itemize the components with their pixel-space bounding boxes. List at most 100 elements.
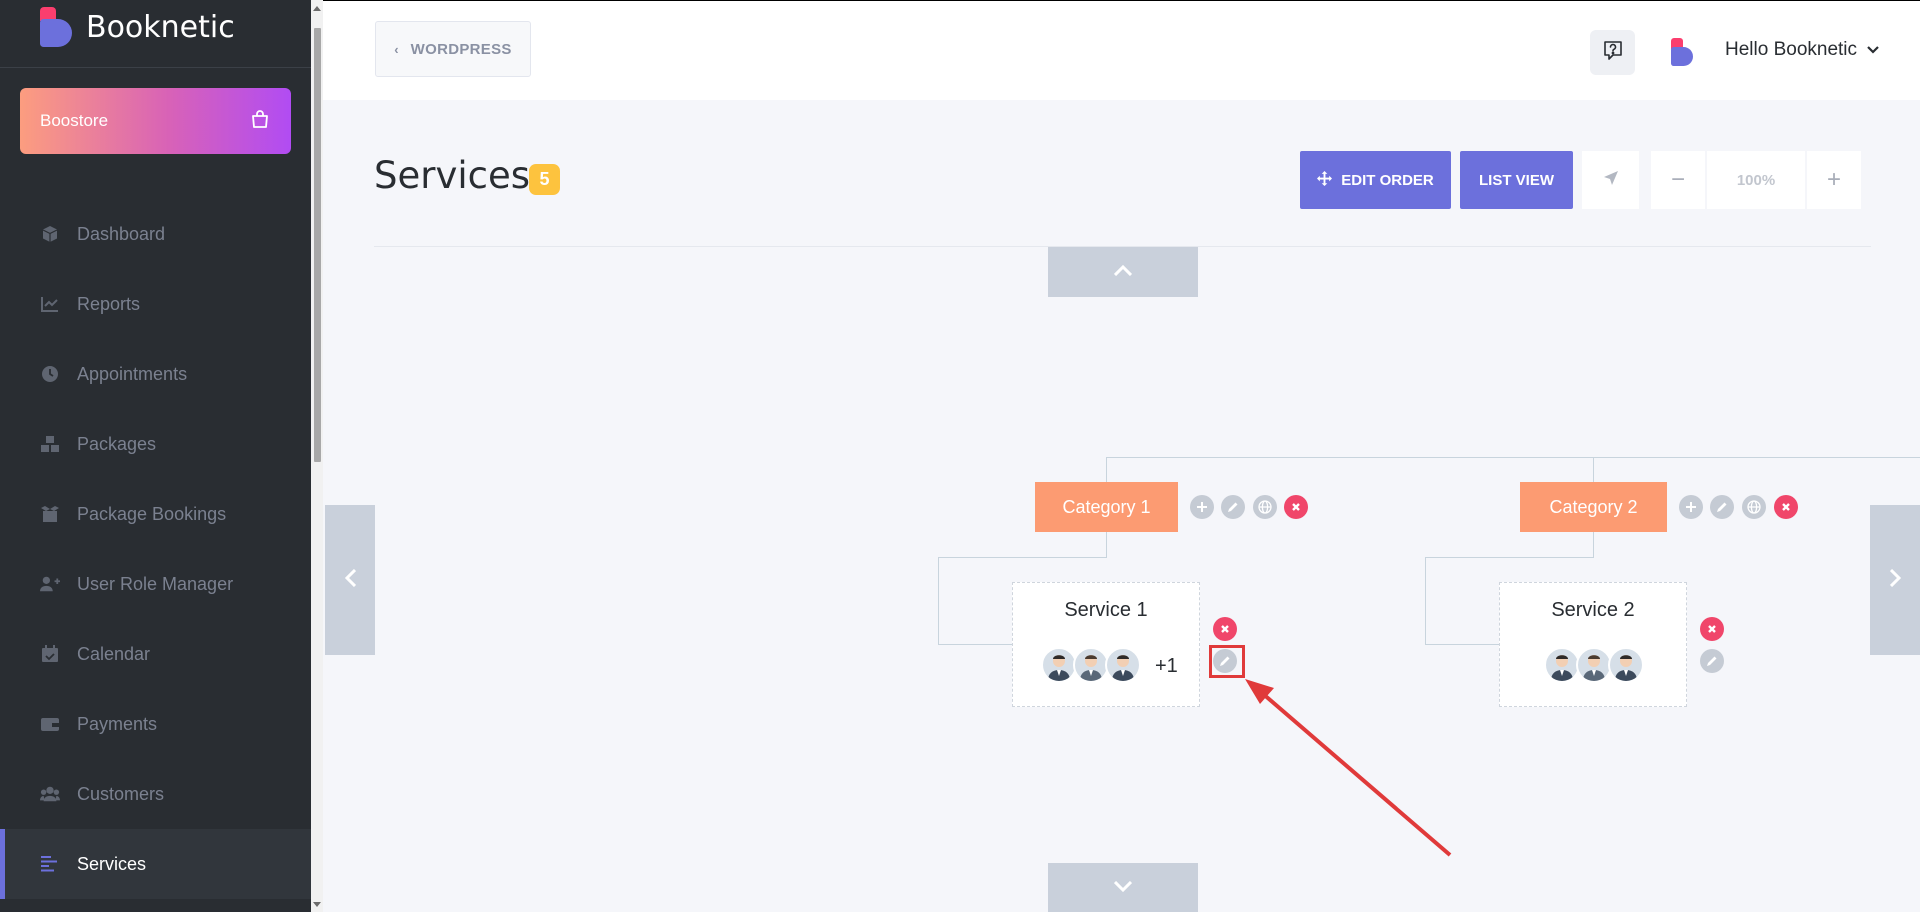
app-logo[interactable]: Booknetic	[40, 0, 235, 66]
users-icon	[40, 784, 60, 804]
boostore-button[interactable]: Boostore	[20, 88, 291, 154]
avatar	[1041, 647, 1077, 683]
sidebar-item-dashboard[interactable]: Dashboard	[0, 199, 311, 269]
tree-connector	[1425, 557, 1426, 644]
chevron-down-icon	[1113, 879, 1133, 897]
close-icon	[1291, 502, 1301, 512]
sidebar-item-label: Package Bookings	[77, 503, 227, 524]
add-service-button[interactable]	[1190, 495, 1214, 519]
sidebar: Booknetic Boostore Dashboard Reports App…	[0, 0, 311, 912]
help-button[interactable]	[1590, 30, 1635, 75]
edit-service-button[interactable]	[1213, 649, 1237, 673]
scroll-up-arrow-icon[interactable]	[313, 6, 321, 11]
tree-connector	[938, 557, 939, 644]
booknetic-logo-icon	[40, 7, 72, 47]
chart-line-icon	[40, 294, 60, 314]
service-card[interactable]: Service 1 +1	[1012, 582, 1200, 707]
edit-order-label: EDIT ORDER	[1341, 171, 1434, 189]
close-icon	[1220, 624, 1230, 634]
sidebar-item-label: Packages	[77, 433, 157, 454]
pan-down-button[interactable]	[1048, 863, 1198, 912]
delete-category-button[interactable]	[1774, 495, 1798, 519]
globe-icon	[1258, 500, 1272, 514]
sidebar-item-customers[interactable]: Customers	[0, 759, 311, 829]
scroll-down-arrow-icon[interactable]	[313, 902, 321, 907]
question-chat-icon	[1602, 39, 1624, 66]
delete-service-button[interactable]	[1700, 617, 1724, 641]
sidebar-item-payments[interactable]: Payments	[0, 689, 311, 759]
category-node[interactable]: Category 1	[1035, 482, 1178, 532]
top-header: ‹ WORDPRESS Hello Booknetic	[323, 0, 1920, 100]
translate-category-button[interactable]	[1253, 495, 1277, 519]
center-view-button[interactable]	[1582, 151, 1639, 209]
avatar	[1608, 647, 1644, 683]
cube-icon	[40, 224, 60, 244]
clock-icon	[40, 364, 60, 384]
sidebar-scrollbar[interactable]	[311, 0, 323, 912]
close-icon	[1781, 502, 1791, 512]
count-badge: 5	[529, 164, 560, 195]
sidebar-nav: Dashboard Reports Appointments Packages …	[0, 199, 311, 899]
globe-icon	[1747, 500, 1761, 514]
extra-staff-count: +1	[1155, 655, 1178, 677]
sidebar-item-label: Payments	[77, 713, 158, 734]
pan-left-button[interactable]	[325, 505, 375, 655]
plus-icon	[1685, 501, 1697, 513]
avatar	[1105, 647, 1141, 683]
back-to-wordpress-button[interactable]: ‹ WORDPRESS	[375, 21, 531, 77]
tree-connector	[1593, 457, 1594, 482]
category-node[interactable]: Category 2	[1520, 482, 1667, 532]
edit-category-button[interactable]	[1710, 495, 1734, 519]
chevron-up-icon	[1113, 263, 1133, 281]
tree-connector	[1425, 644, 1499, 645]
chevron-down-icon	[1867, 41, 1879, 59]
boostore-label: Boostore	[40, 111, 109, 130]
tree-connector	[1593, 532, 1594, 557]
service-title: Service 2	[1551, 599, 1635, 621]
box-open-icon	[40, 504, 60, 524]
zoom-out-button[interactable]: −	[1651, 151, 1705, 209]
edit-category-button[interactable]	[1221, 495, 1245, 519]
service-title: Service 1	[1064, 599, 1148, 621]
tree-connector	[1106, 457, 1920, 458]
list-view-label: LIST VIEW	[1479, 171, 1554, 189]
staff-avatars	[1041, 647, 1141, 683]
delete-service-button[interactable]	[1213, 617, 1237, 641]
category-label: Category 2	[1549, 496, 1638, 517]
user-plus-icon	[40, 574, 60, 594]
service-card[interactable]: Service 2	[1499, 582, 1687, 707]
wallet-icon	[40, 714, 60, 734]
sidebar-item-appointments[interactable]: Appointments	[0, 339, 311, 409]
sidebar-item-user-role-manager[interactable]: User Role Manager	[0, 549, 311, 619]
user-menu[interactable]: Hello Booknetic	[1725, 39, 1879, 61]
sidebar-item-reports[interactable]: Reports	[0, 269, 311, 339]
shopping-bag-icon	[249, 108, 271, 135]
sidebar-item-packages[interactable]: Packages	[0, 409, 311, 479]
translate-category-button[interactable]	[1742, 495, 1766, 519]
pan-right-button[interactable]	[1870, 505, 1920, 655]
scroll-thumb[interactable]	[314, 28, 321, 462]
sidebar-item-package-bookings[interactable]: Package Bookings	[0, 479, 311, 549]
calendar-check-icon	[40, 644, 60, 664]
edit-service-button[interactable]	[1700, 649, 1724, 673]
user-greeting: Hello Booknetic	[1725, 39, 1858, 60]
delete-category-button[interactable]	[1284, 495, 1308, 519]
plus-icon	[1196, 501, 1208, 513]
tree-connector	[1106, 532, 1107, 557]
pencil-icon	[1219, 655, 1231, 667]
minus-icon: −	[1670, 166, 1685, 193]
pan-up-button[interactable]	[1048, 247, 1198, 297]
sidebar-item-label: Services	[77, 853, 147, 874]
zoom-in-button[interactable]: +	[1807, 151, 1861, 209]
sidebar-item-calendar[interactable]: Calendar	[0, 619, 311, 689]
list-view-button[interactable]: LIST VIEW	[1460, 151, 1573, 209]
booknetic-logo-icon	[1671, 38, 1695, 66]
tree-connector	[1106, 457, 1107, 482]
add-service-button[interactable]	[1679, 495, 1703, 519]
sidebar-item-services[interactable]: Services	[0, 829, 311, 899]
sidebar-item-label: Appointments	[77, 363, 188, 384]
zoom-control: − 100% +	[1651, 151, 1861, 209]
chevron-left-icon: ‹	[394, 41, 399, 57]
location-arrow-icon	[1603, 170, 1619, 191]
edit-order-button[interactable]: EDIT ORDER	[1300, 151, 1451, 209]
